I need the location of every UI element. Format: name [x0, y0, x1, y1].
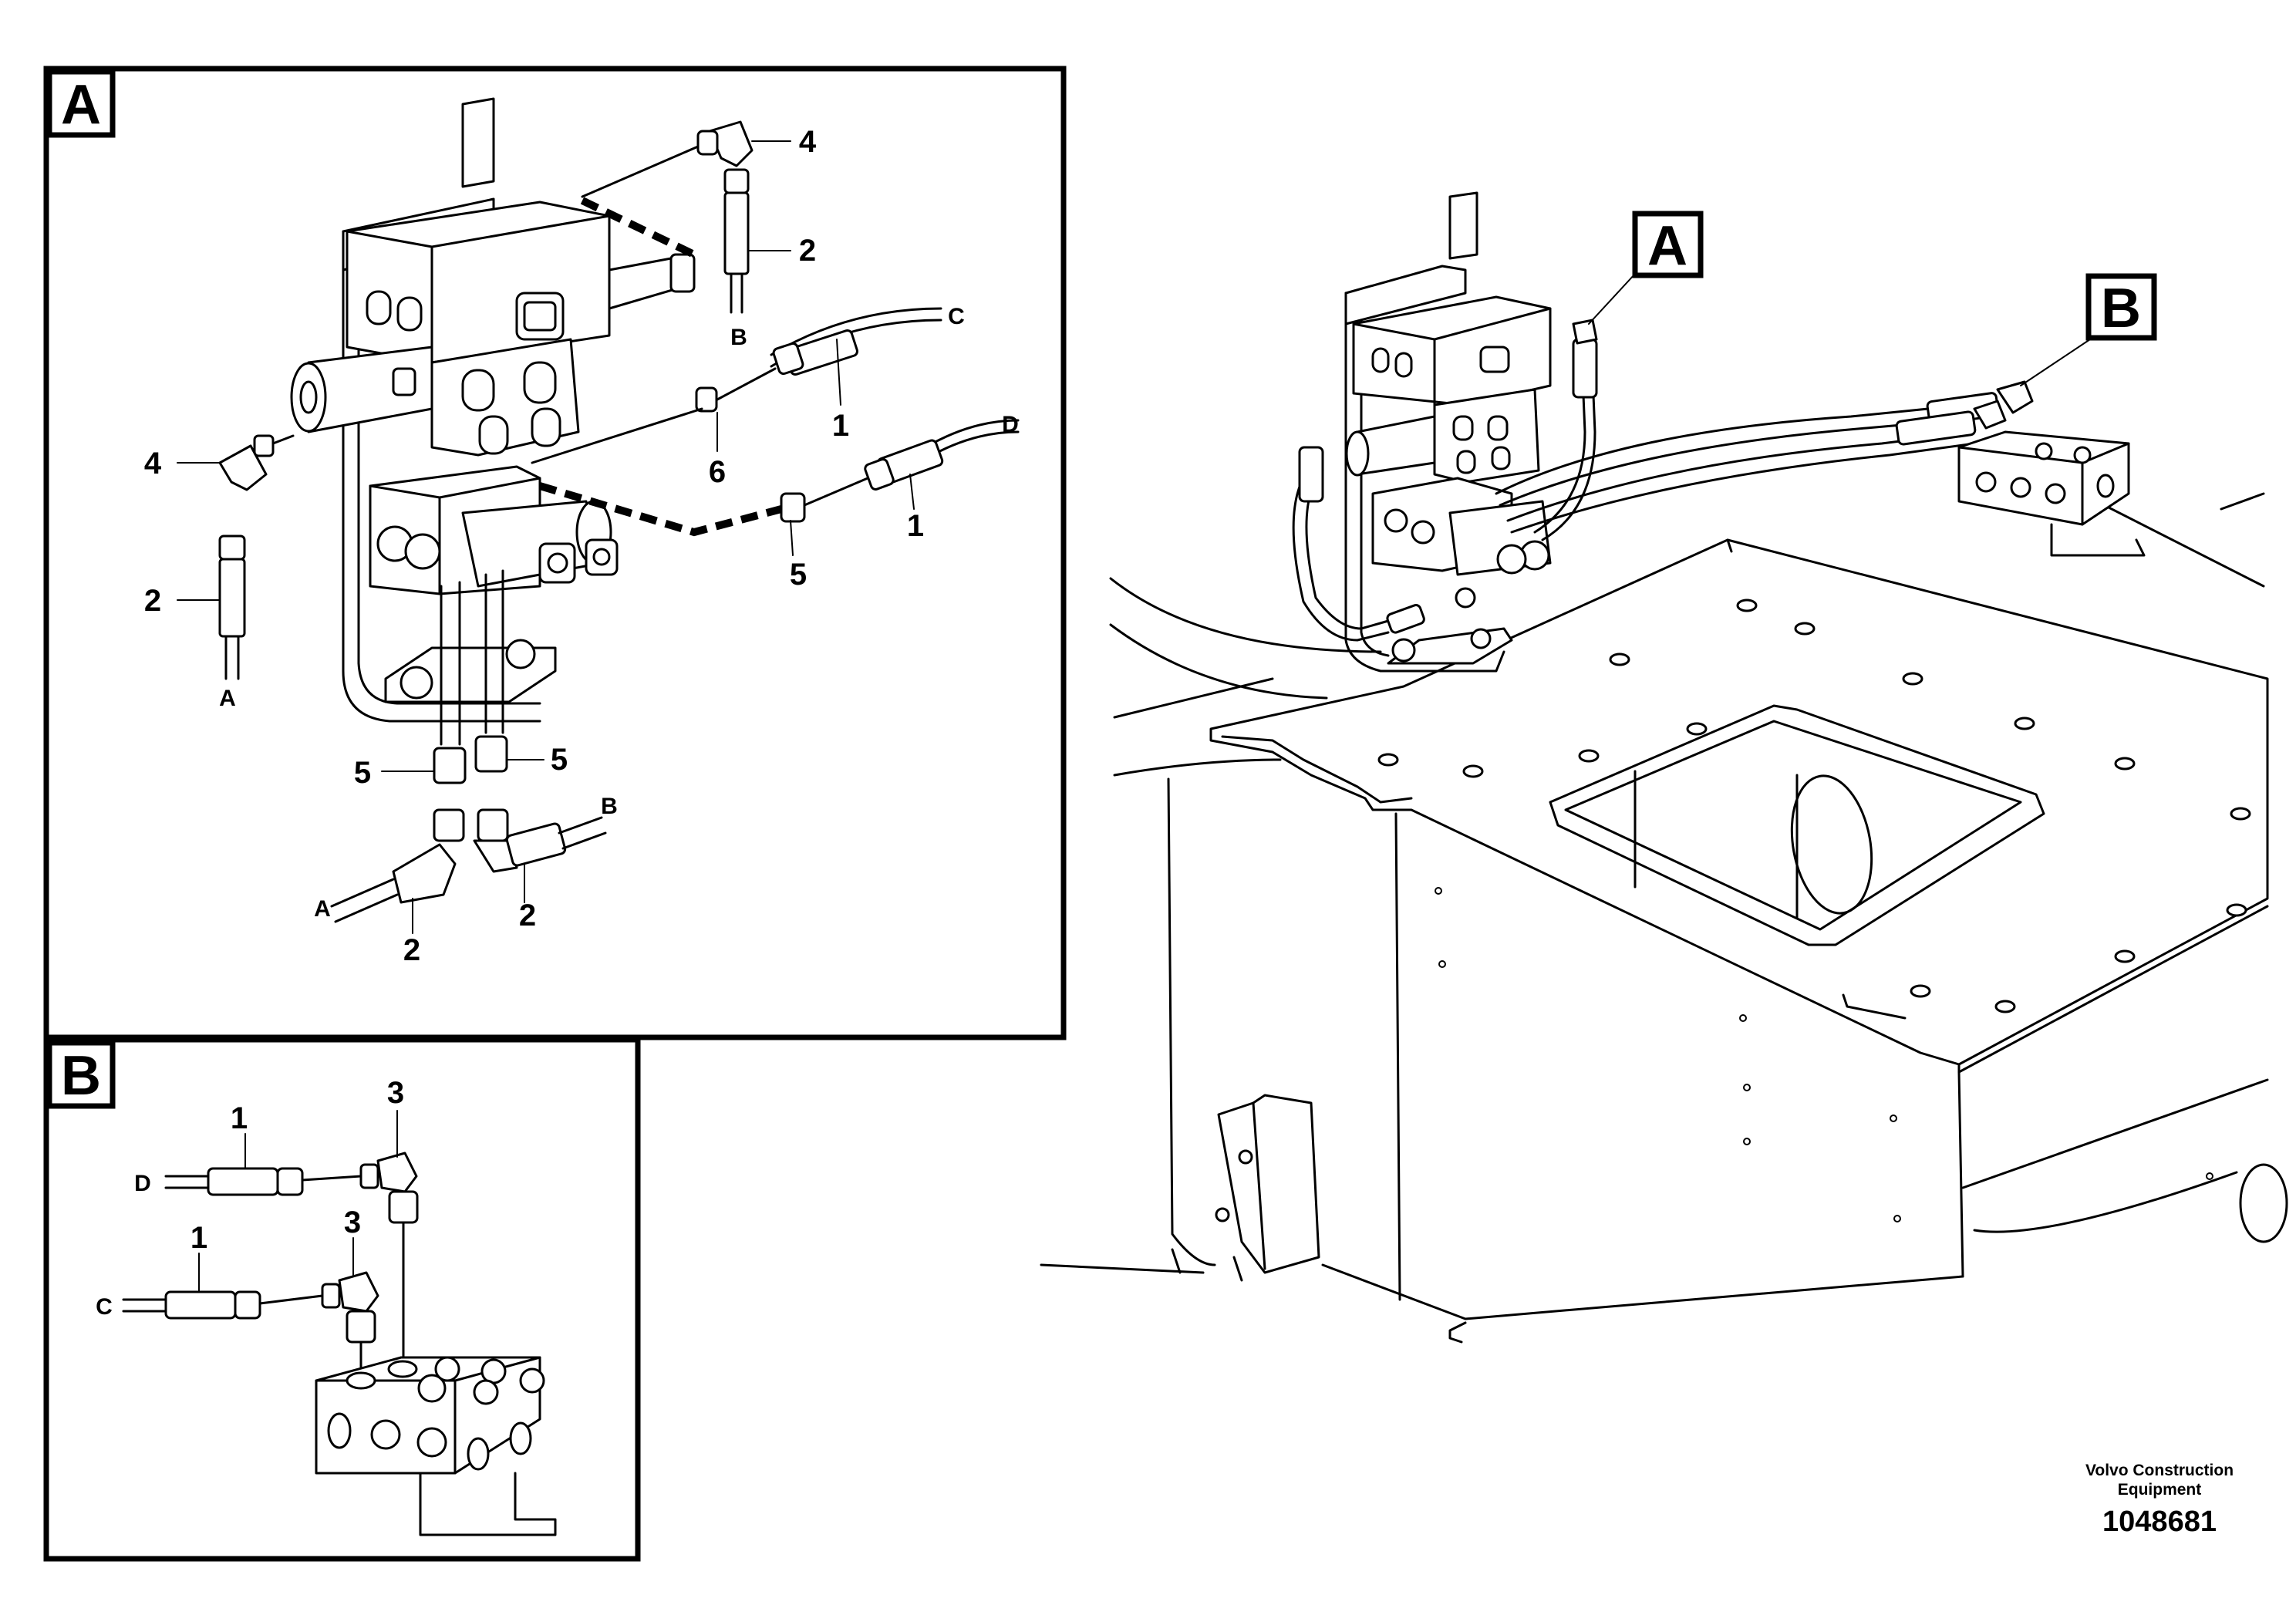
left-elbow-assembly — [218, 434, 295, 680]
top-elbow-assembly — [580, 120, 754, 314]
callout-a-1-d: 1 — [907, 509, 924, 543]
hose-end-a-b-bottom: B — [601, 794, 618, 819]
hose-end-b-c: C — [96, 1294, 113, 1320]
hose-end-a-a-bottom: A — [314, 896, 331, 922]
callout-a-2-bottom-left: 2 — [403, 933, 420, 967]
bottom-fittings — [330, 735, 607, 923]
hose-c-assembly — [531, 307, 942, 464]
overview-distribution-block — [1957, 430, 2146, 557]
detail-b-tag-box — [46, 1040, 116, 1109]
hose-d-assembly — [538, 419, 1020, 537]
callout-a-1-c: 1 — [832, 409, 849, 443]
callout-b-1-bottom: 1 — [190, 1221, 207, 1255]
callout-a-4-left: 4 — [144, 447, 162, 481]
detail-a-leaders — [177, 140, 915, 934]
detail-a-tag: A — [61, 74, 101, 136]
callout-a-2-bottom-right: 2 — [519, 899, 536, 932]
lower-valve-block — [369, 465, 619, 746]
upper-valve-block — [290, 201, 696, 457]
overview-tag-a: A — [1647, 215, 1687, 277]
platform-holes — [1377, 599, 2251, 1013]
overview-tag-a-box — [1632, 211, 1704, 278]
callout-a-2-top: 2 — [799, 234, 816, 268]
company-name-line1: Volvo Construction — [2085, 1462, 2234, 1479]
callout-a-5-bottom-right: 5 — [551, 743, 568, 777]
detail-b-frame — [43, 1037, 641, 1562]
wall-holes — [1435, 887, 2213, 1222]
overview-drawing: A B — [1040, 191, 2288, 1344]
callout-b-1-top: 1 — [231, 1101, 248, 1135]
detail-a-tag-box — [46, 69, 116, 138]
footer-block: Volvo Construction Equipment 1048681 — [2085, 1462, 2234, 1538]
overview-tag-b: B — [2101, 278, 2141, 339]
callout-a-2-left: 2 — [144, 584, 161, 618]
hose-end-b-d: D — [134, 1171, 151, 1196]
detail-b-tag: B — [61, 1045, 101, 1107]
detail-b-panel: B — [43, 1037, 641, 1562]
callout-a-6: 6 — [709, 455, 726, 489]
callout-a-5-bottom-left: 5 — [354, 756, 371, 790]
callout-a-4-top: 4 — [799, 125, 817, 159]
hose-end-a-d: D — [1002, 412, 1019, 437]
detail-a-panel: A — [43, 66, 1067, 1040]
hose-end-a-a-left: A — [219, 686, 236, 711]
hose-end-a-c: C — [948, 304, 965, 329]
callout-a-5-right: 5 — [790, 558, 807, 592]
overview-hoses — [1292, 319, 2034, 642]
overview-valve-assembly — [1344, 191, 1552, 673]
drawing-number: 1048681 — [2102, 1506, 2217, 1538]
hose-end-a-b-top: B — [730, 325, 747, 350]
callout-b-3-bottom: 3 — [344, 1206, 361, 1239]
overview-tag-b-box — [2085, 273, 2157, 341]
callout-b-3-top: 3 — [387, 1076, 404, 1110]
company-name-line2: Equipment — [2118, 1481, 2202, 1499]
